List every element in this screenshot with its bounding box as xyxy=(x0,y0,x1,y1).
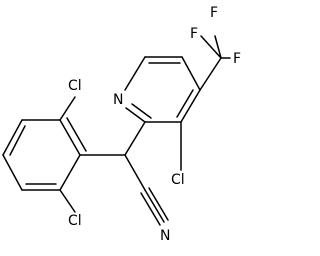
trifluoromethyl-group xyxy=(199,35,231,91)
bond xyxy=(9,125,26,156)
bond xyxy=(181,56,201,91)
atom-label-nitrile-n: N xyxy=(160,228,170,244)
bond xyxy=(176,89,194,118)
bond xyxy=(199,57,222,91)
bond xyxy=(131,103,152,119)
bond xyxy=(214,35,222,59)
atom-label-fluorine-1: F xyxy=(210,5,218,21)
bond xyxy=(66,117,87,152)
bond xyxy=(124,56,146,91)
atom-label-chlorine-pyridine: Cl xyxy=(171,172,185,188)
bond xyxy=(124,154,146,191)
bond xyxy=(59,119,81,156)
phenyl-ring xyxy=(2,117,126,191)
atom-label-chlorine-phenyl-bottom: Cl xyxy=(68,213,82,229)
atom-label-chlorine-phenyl-top: Cl xyxy=(68,78,82,94)
acetonitrile-group xyxy=(124,121,169,226)
chemical-structure-diagram: N F F F Cl Cl Cl N xyxy=(2,5,241,244)
atom-label-fluorine-2: F xyxy=(190,26,198,42)
atom-label-fluorine-3: F xyxy=(233,51,241,67)
bond xyxy=(2,154,23,191)
bond xyxy=(59,189,76,213)
bond xyxy=(180,89,201,123)
bond xyxy=(144,189,165,223)
pyridine-ring xyxy=(124,56,201,123)
bond xyxy=(59,96,76,121)
bond xyxy=(59,154,81,191)
bond xyxy=(124,121,146,156)
bond xyxy=(125,107,146,123)
bond xyxy=(200,35,222,59)
atom-label-pyridine-n: N xyxy=(113,92,123,108)
bond xyxy=(140,192,161,226)
bond xyxy=(2,119,23,156)
bond xyxy=(148,187,169,221)
